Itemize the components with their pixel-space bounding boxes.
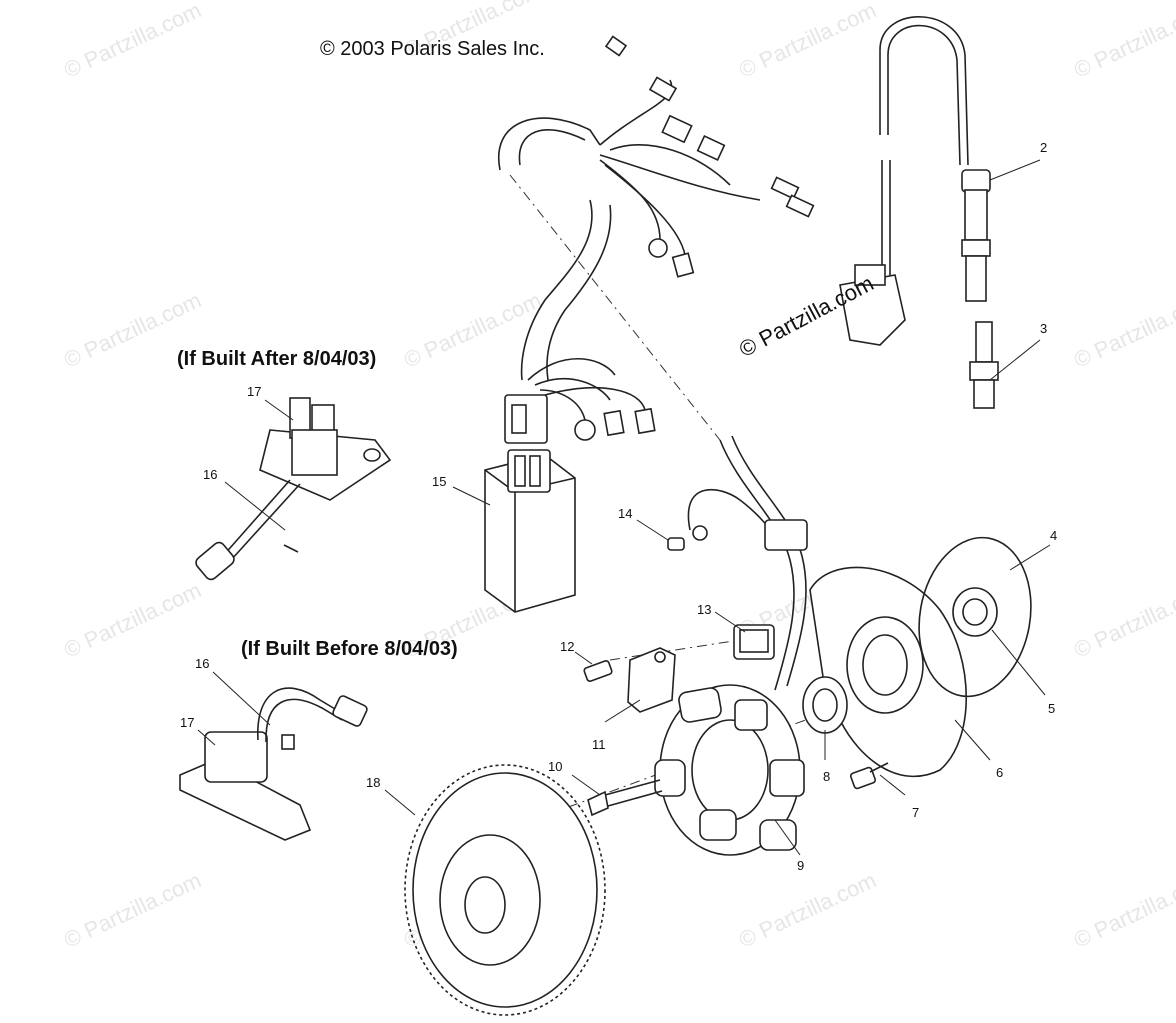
- callout-3: 3: [1040, 321, 1047, 336]
- leader-line: [384, 789, 416, 816]
- cdi-box: [484, 449, 576, 613]
- spark-plug: [969, 321, 999, 409]
- leader-line: [989, 339, 1041, 381]
- spark-plug-cap: [961, 169, 991, 302]
- regulator-before: [179, 687, 368, 841]
- callout-5: 5: [1048, 701, 1055, 716]
- callout-9: 9: [797, 858, 804, 873]
- leader-line: [452, 486, 491, 506]
- wiring-harness: [497, 35, 815, 444]
- callout-15: 15: [432, 474, 446, 489]
- callout-10: 10: [548, 759, 562, 774]
- stator-lead: [719, 435, 808, 691]
- leader-line: [604, 699, 641, 723]
- note-after: (If Built After 8/04/03): [177, 348, 377, 370]
- oil-seal: [802, 676, 848, 734]
- leader-line: [636, 519, 669, 541]
- leader-line: [212, 671, 271, 726]
- callout-8: 8: [823, 769, 830, 784]
- callout-12: 12: [560, 639, 574, 654]
- callout-16: 16: [195, 656, 209, 671]
- callout-7: 7: [912, 805, 919, 820]
- screw: [583, 660, 613, 682]
- ignition-coil-and-lead: [839, 16, 969, 346]
- callout-6: 6: [996, 765, 1003, 780]
- callout-14: 14: [618, 506, 632, 521]
- leader-line: [574, 651, 593, 665]
- wire-clip: [627, 647, 676, 713]
- stator: [654, 684, 805, 856]
- leader-line: [954, 719, 991, 761]
- callout-13: 13: [697, 602, 711, 617]
- leader-line: [879, 774, 906, 796]
- stator-plate: [809, 566, 968, 778]
- leader-line: [991, 629, 1046, 696]
- leader-line: [571, 774, 601, 796]
- callout-17: 17: [247, 384, 261, 399]
- note-before: (If Built Before 8/04/03): [241, 638, 458, 660]
- bearing: [952, 587, 998, 637]
- leader-line: [197, 729, 216, 746]
- callout-2: 2: [1040, 140, 1047, 155]
- leader-line: [989, 159, 1041, 181]
- assembly-axis-line: [509, 174, 721, 441]
- callout-11: 11: [592, 737, 606, 752]
- pulse-coil: [733, 624, 775, 660]
- ground-wire: [667, 488, 781, 551]
- callout-18: 18: [366, 775, 380, 790]
- leader-line: [774, 819, 801, 856]
- leader-line: [714, 611, 746, 633]
- callout-17: 17: [180, 715, 194, 730]
- callout-4: 4: [1050, 528, 1057, 543]
- bolt: [587, 779, 663, 817]
- regulator-after: [195, 397, 392, 581]
- callout-16: 16: [203, 467, 217, 482]
- flywheel: [404, 764, 606, 1016]
- o-ring: [918, 536, 1032, 698]
- copyright-text: © 2003 Polaris Sales Inc.: [320, 38, 545, 60]
- leader-line: [264, 399, 294, 421]
- leader-line: [1009, 544, 1051, 571]
- screw: [849, 762, 889, 790]
- leader-line: [224, 481, 286, 531]
